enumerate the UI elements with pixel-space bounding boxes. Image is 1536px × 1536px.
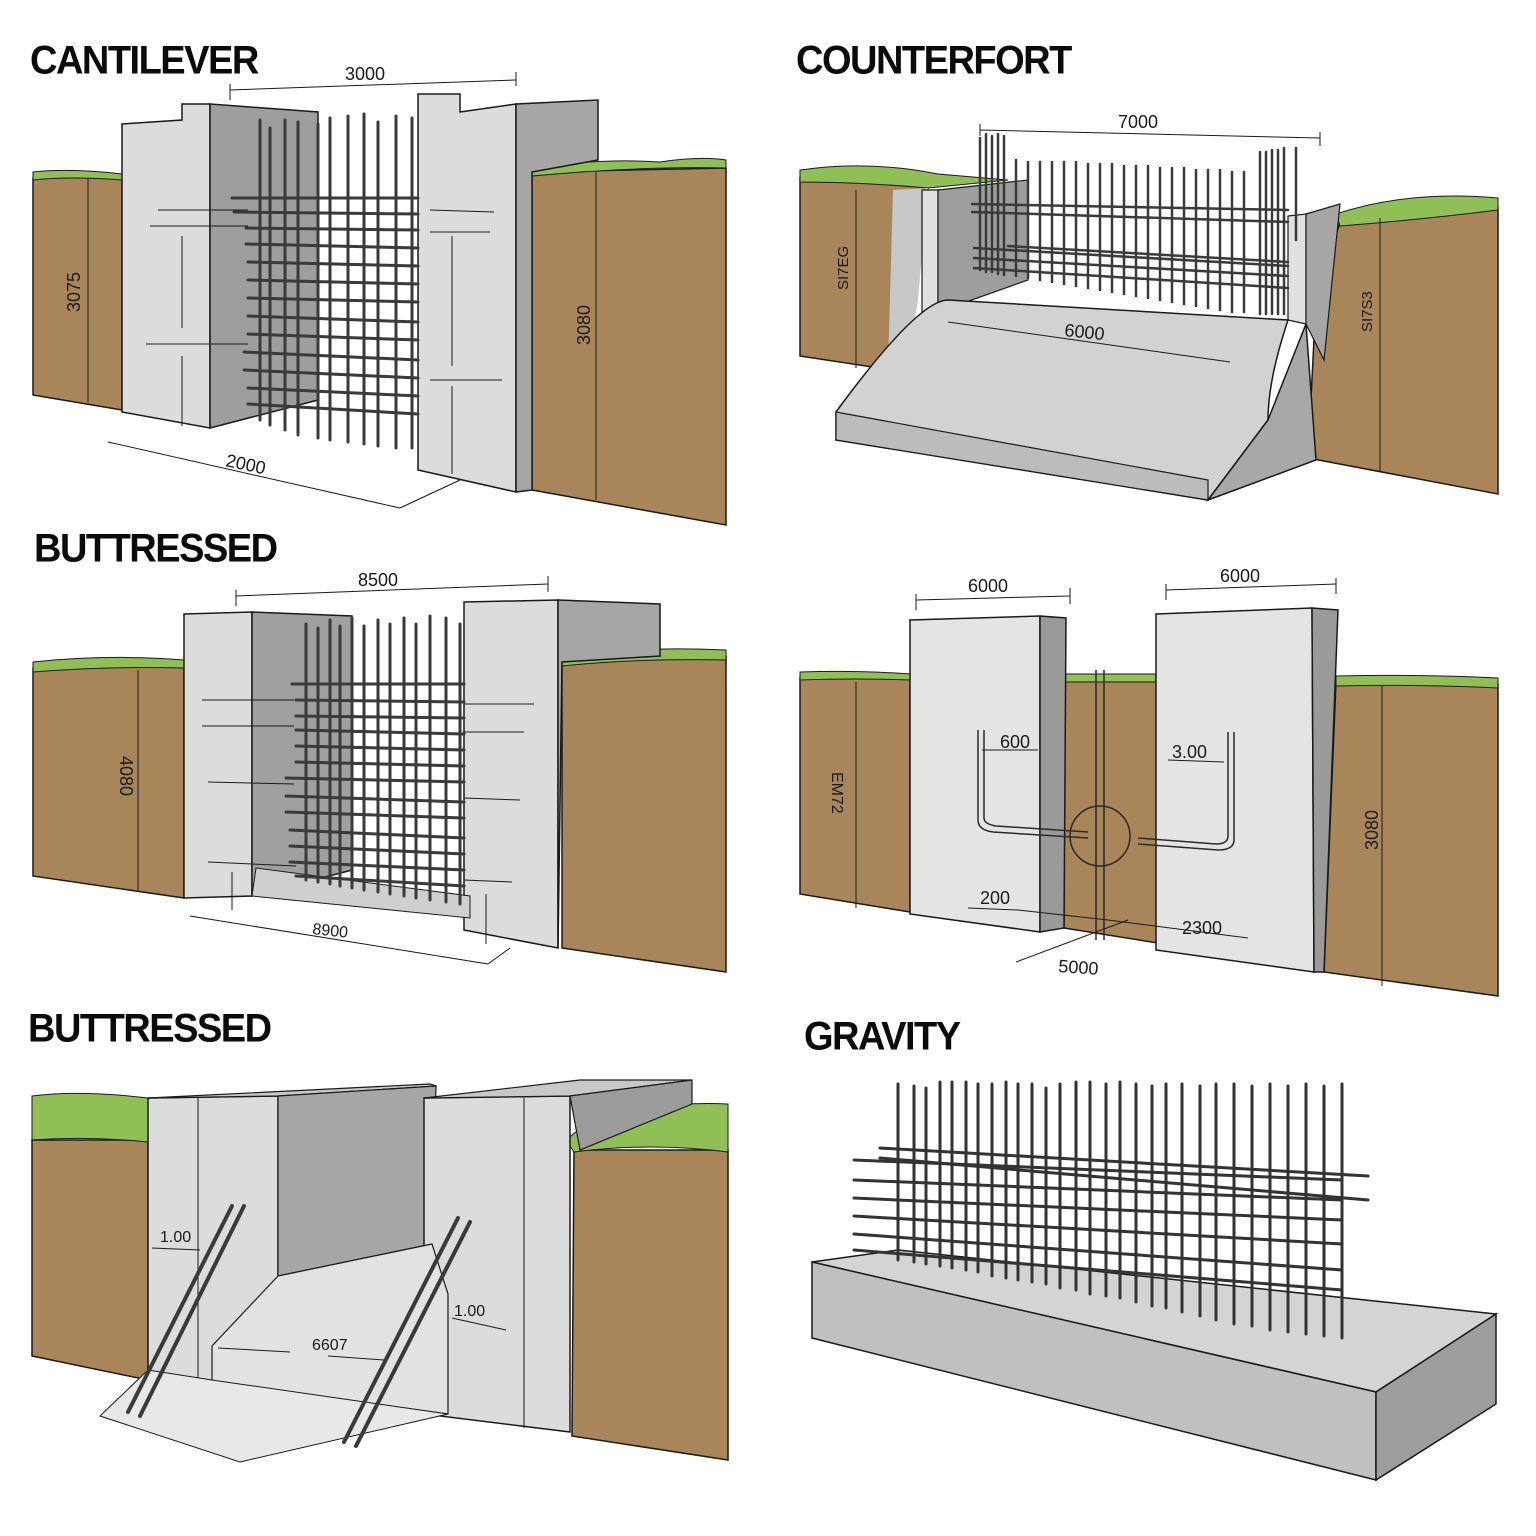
dim-right-offset: 1.00 — [454, 1303, 485, 1320]
soil-block-left — [31, 1092, 149, 1381]
concrete-stem-right — [1287, 203, 1341, 363]
concrete-footing — [99, 1243, 449, 1463]
dim-left-height: 3075 — [64, 272, 84, 312]
dim-right-base: 2300 — [1182, 918, 1222, 938]
concrete-wall-left — [121, 103, 319, 429]
concrete-wall-right — [1155, 607, 1339, 973]
concrete-wall-right — [423, 1079, 693, 1433]
panel-buttressed-2: BUTTRESSED — [0, 1000, 768, 1536]
panel-title: CANTILEVER — [30, 38, 259, 84]
panel-twin-walls: 6000 6000 600 3.00 200 2300 5000 EM72 30… — [768, 540, 1536, 1000]
dim-left-offset: 1.00 — [160, 1229, 191, 1246]
dim-left-wall-width: 6000 — [968, 576, 1008, 596]
dim-center-width: 6607 — [312, 1337, 348, 1354]
dim-right-pipe-offset: 3.00 — [1172, 742, 1207, 762]
gravity-diagram — [811, 1080, 1499, 1482]
rebar-grid — [970, 132, 1298, 316]
panel-title: BUTTRESSED — [34, 526, 278, 572]
panel-buttressed-1: BUTTRESSED — [0, 520, 768, 1000]
panel-gravity: GRAVITY — [768, 1000, 1536, 1536]
dim-right-height: SI7S3 — [1359, 291, 1376, 332]
dim-left-pipe-offset: 600 — [1000, 732, 1030, 752]
buttressed-1-labels: 8500 8900 4080 — [116, 570, 398, 942]
dim-center-depth: 5000 — [1058, 956, 1099, 979]
concrete-wall-left — [909, 615, 1067, 933]
dim-top-width: 7000 — [1118, 112, 1158, 132]
dim-right-height: 3080 — [1362, 810, 1382, 850]
diagonal-rebar — [126, 1204, 472, 1448]
dimension-lines — [947, 124, 1321, 363]
rebar-cage — [852, 1080, 1370, 1340]
concrete-wall-right — [417, 93, 599, 493]
soil-block-right — [1307, 195, 1499, 495]
cantilever-labels: 3000 2000 3075 3080 — [64, 64, 594, 478]
twin-walls-diagram — [799, 578, 1499, 997]
dim-left-height: 4080 — [116, 756, 136, 796]
dimension-lines — [107, 72, 517, 509]
concrete-footing — [811, 1249, 1499, 1482]
panel-title: BUTTRESSED — [28, 1006, 272, 1052]
panel-title: GRAVITY — [804, 1014, 961, 1060]
panel-counterfort: COUNTERFORT — [768, 0, 1536, 520]
dim-base-width: 8900 — [312, 921, 349, 942]
panel-cantilever: CANTILEVER — [0, 0, 768, 526]
dimension-lines — [915, 578, 1337, 963]
dim-left-height: EM72 — [828, 772, 845, 814]
dim-right-wall-width: 6000 — [1220, 566, 1260, 586]
dimension-lines — [189, 576, 549, 965]
buttressed-2-labels: 1.00 1.00 6607 — [160, 1229, 485, 1354]
rebar-grid — [230, 112, 420, 450]
dim-top-width: 3000 — [345, 64, 385, 84]
buttressed-1-diagram — [32, 576, 727, 973]
concrete-slab — [835, 299, 1317, 502]
dim-left-height: SI7EG — [835, 246, 852, 290]
dim-right-height: 3080 — [574, 305, 594, 345]
dim-top-width: 8500 — [358, 570, 398, 590]
twin-walls-labels: 6000 6000 600 3.00 200 2300 5000 EM72 30… — [828, 566, 1382, 979]
rebar-grid — [284, 614, 466, 906]
buttressed-2-diagram — [31, 1079, 729, 1463]
cantilever-diagram — [32, 72, 727, 526]
dimension-lines — [151, 1247, 507, 1361]
soil-block-left — [799, 165, 1009, 373]
counterfort-labels: 7000 6000 SI7EG SI7S3 — [835, 112, 1376, 344]
dim-slab-width: 6000 — [1064, 320, 1106, 344]
dim-base-depth: 2000 — [224, 450, 267, 478]
panel-title: COUNTERFORT — [796, 38, 1072, 84]
pipe-assembly — [977, 670, 1235, 940]
counterfort-diagram — [799, 124, 1499, 502]
dim-left-base: 200 — [980, 888, 1010, 908]
